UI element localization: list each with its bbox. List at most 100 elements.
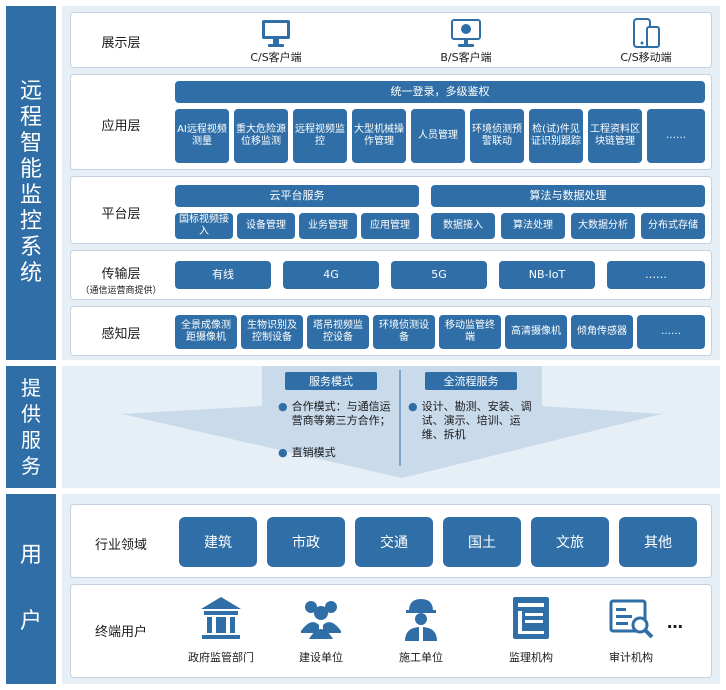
sidebar-char: 供 — [21, 402, 41, 426]
mobile-icon — [633, 18, 660, 48]
full-service-item: ● 设计、勘测、安装、调试、演示、培训、运维、拆机 — [408, 400, 536, 442]
transport-layer-sublabel: （通信运营商提供） — [80, 286, 162, 296]
terminal-user-label: 建设单位 — [299, 651, 343, 664]
display-item-label: C/S移动端 — [620, 51, 672, 64]
service-mode-title: 服务模式 — [285, 372, 377, 390]
sidebar-char: 务 — [21, 454, 41, 478]
sidebar-char: 监 — [19, 183, 42, 208]
sidebar-char: 服 — [21, 428, 41, 452]
terminal-user-supervisor: 监理机构 — [481, 593, 581, 665]
industry-item: 国土 — [443, 517, 521, 567]
industry-item: 市政 — [267, 517, 345, 567]
industry-layer: 行业领域 建筑 市政 交通 国土 文旅 其他 — [70, 504, 712, 578]
display-item-label: B/S客户端 — [440, 51, 492, 64]
sidebar-char: 智 — [19, 131, 42, 156]
sidebar-users: 用 户 — [6, 494, 56, 684]
platform-layer-label: 平台层 — [101, 207, 141, 222]
app-layer-label: 应用层 — [101, 119, 141, 134]
transport-item: 4G — [283, 261, 379, 289]
app-layer: 应用层 统一登录，多级鉴权 AI远程视频测量 重大危险源位移监测 远程视频监控 … — [70, 74, 712, 170]
sense-item: 生物识别及控制设备 — [241, 315, 303, 349]
terminal-user-builder: 建设单位 — [271, 593, 371, 665]
sidebar-char: 提 — [21, 376, 41, 400]
transport-layer-label: 传输层 — [101, 267, 141, 282]
transport-layer: 传输层 （通信运营商提供） 有线 4G 5G NB-IoT …… — [70, 250, 712, 300]
full-service-item-text: 设计、勘测、安装、调试、演示、培训、运维、拆机 — [421, 400, 532, 441]
platform-item: 数据接入 — [431, 213, 495, 239]
terminal-user-label: 监理机构 — [509, 651, 553, 664]
app-item: 人员管理 — [411, 109, 465, 163]
sense-item: 塔吊视频监控设备 — [307, 315, 369, 349]
sense-item: 倾角传感器 — [571, 315, 633, 349]
algorithm-bar: 算法与数据处理 — [431, 185, 705, 207]
platform-layer: 平台层 云平台服务 算法与数据处理 国标视频接入 设备管理 业务管理 应用管理 … — [70, 176, 712, 244]
monitor-icon — [262, 20, 290, 47]
sidebar-service: 提 供 服 务 — [6, 366, 56, 488]
display-item-cs-client: C/S客户端 — [221, 17, 331, 65]
platform-item: 设备管理 — [237, 213, 295, 239]
service-mode-item: ● 合作模式：与通信运营商等第三方合作； — [278, 400, 396, 428]
transport-item: 5G — [391, 261, 487, 289]
app-item: 远程视频监控 — [293, 109, 347, 163]
sidebar-char: 能 — [19, 157, 42, 182]
sense-item: 移动监管终端 — [439, 315, 501, 349]
transport-item: 有线 — [175, 261, 271, 289]
platform-item: 算法处理 — [501, 213, 565, 239]
audit-icon — [609, 599, 654, 639]
sense-layer: 感知层 全景成像测距摄像机 生物识别及控制设备 塔吊视频监控设备 环境侦测设备 … — [70, 306, 712, 356]
app-item: 大型机械操作管理 — [352, 109, 406, 163]
service-funnel-arrow — [122, 366, 662, 478]
sense-item: 全景成像测距摄像机 — [175, 315, 237, 349]
sense-layer-label: 感知层 — [101, 327, 141, 342]
cloud-service-bar: 云平台服务 — [175, 185, 419, 207]
monitor-web-icon — [451, 19, 481, 47]
terminal-user-more: … — [667, 613, 683, 632]
bullet-icon: ● — [408, 400, 418, 413]
sidebar-system: 远 程 智 能 监 控 系 统 — [6, 6, 56, 360]
display-item-label: C/S客户端 — [250, 51, 302, 64]
service-mode-item-text: 合作模式：与通信运营商等第三方合作； — [291, 400, 391, 427]
platform-item: 国标视频接入 — [175, 213, 233, 239]
sense-item: 环境侦测设备 — [373, 315, 435, 349]
platform-item: 大数据分析 — [571, 213, 635, 239]
sidebar-char: 用 — [19, 543, 42, 568]
supervision-icon — [513, 597, 549, 639]
industry-item: 交通 — [355, 517, 433, 567]
terminal-user-contractor: 施工单位 — [371, 593, 471, 665]
sense-item: 高清摄像机 — [505, 315, 567, 349]
app-item: 环境侦测预警联动 — [470, 109, 524, 163]
app-item: 检(试)件见证识别跟踪 — [529, 109, 583, 163]
transport-item: NB-IoT — [499, 261, 595, 289]
terminal-layer-label: 终端用户 — [94, 625, 147, 640]
display-layer: 展示层 C/S客户端 B/S客户端 C/S移动端 — [70, 12, 712, 68]
sidebar-char: 远 — [19, 79, 42, 104]
platform-item: 应用管理 — [361, 213, 419, 239]
platform-item: 分布式存储 — [641, 213, 705, 239]
government-icon — [201, 597, 241, 639]
industry-item: 建筑 — [179, 517, 257, 567]
industry-item: 文旅 — [531, 517, 609, 567]
sidebar-char: 户 — [19, 609, 42, 634]
app-item: 重大危险源位移监测 — [234, 109, 288, 163]
sidebar-char: 控 — [19, 209, 42, 234]
display-layer-label: 展示层 — [101, 36, 141, 51]
sense-item-more: …… — [637, 315, 705, 349]
terminal-user-label: 政府监管部门 — [188, 651, 254, 664]
bullet-icon: ● — [278, 400, 288, 413]
people-icon — [301, 601, 341, 639]
app-item: 工程资料区块链管理 — [588, 109, 642, 163]
sidebar-char: 统 — [19, 261, 42, 286]
platform-item: 业务管理 — [299, 213, 357, 239]
bullet-icon: ● — [278, 446, 288, 459]
app-item: AI远程视频测量 — [175, 109, 229, 163]
service-mode-item: ● 直销模式 — [278, 446, 396, 460]
terminal-user-label: 审计机构 — [609, 651, 653, 664]
terminal-user-label: 施工单位 — [399, 651, 443, 664]
terminal-layer: 终端用户 政府监管部门 建设单位 施工单位 — [70, 584, 712, 678]
terminal-user-government: 政府监管部门 — [171, 593, 271, 665]
industry-layer-label: 行业领域 — [94, 538, 147, 553]
full-service-title: 全流程服务 — [425, 372, 517, 390]
display-item-bs-client: B/S客户端 — [411, 17, 521, 65]
display-item-mobile: C/S移动端 — [591, 17, 701, 65]
sidebar-char: 系 — [19, 235, 42, 260]
